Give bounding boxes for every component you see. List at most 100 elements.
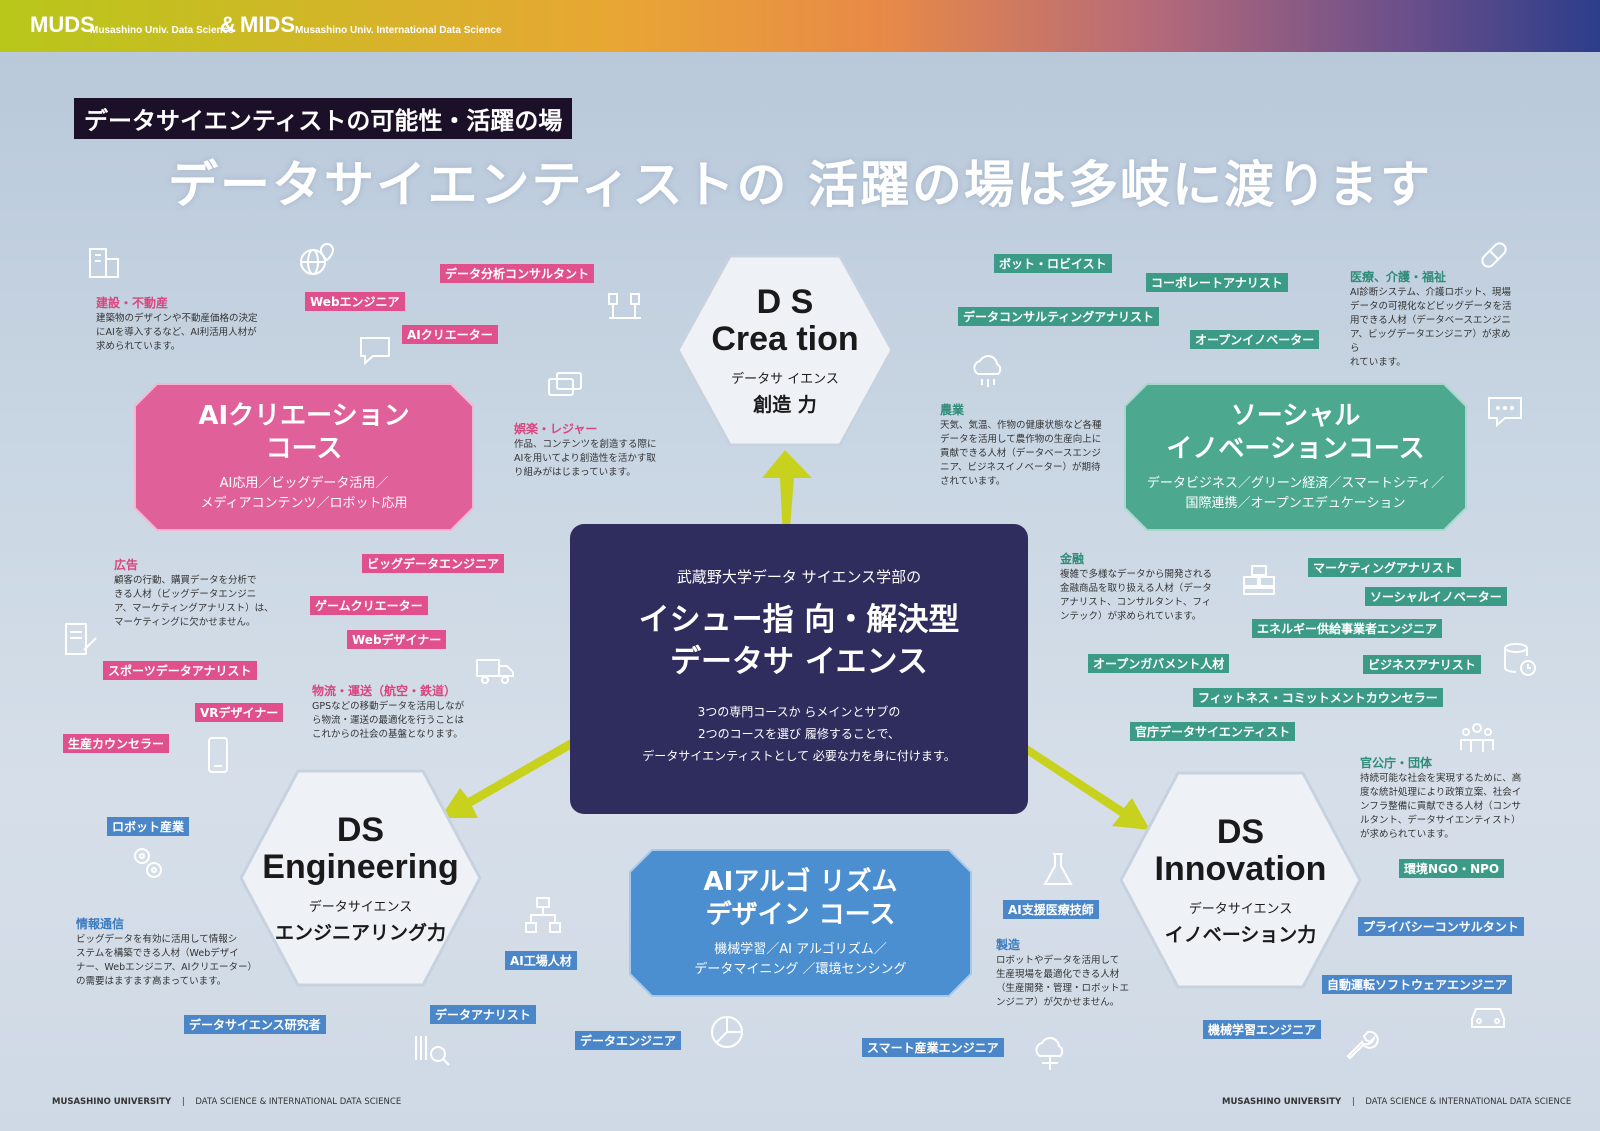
field-finance: 金融 複雑で多様なデータから開発される 金融商品を取り扱える人材（データ アナリ… — [1060, 552, 1220, 624]
field-text: れています。 — [1350, 357, 1406, 368]
job-tag: オープンイノベーター — [1190, 330, 1320, 349]
job-tag: Webエンジニア — [305, 292, 405, 311]
job-tag: プライバシーコンサルタント — [1358, 917, 1524, 936]
flask-icon — [1043, 853, 1073, 885]
cloud-network-icon — [1035, 1037, 1064, 1070]
smartphone-icon — [208, 737, 228, 773]
job-tag: オープンガバメント人材 — [1088, 654, 1230, 673]
database-clock-icon — [1504, 643, 1536, 676]
building-icon — [89, 248, 119, 278]
field-text: 複雑で多様なデータから開発される — [1060, 569, 1213, 580]
footer-divider: | — [1351, 1097, 1355, 1107]
field-text: AI診断システム、介護ロボット、現場 — [1350, 287, 1511, 298]
field-text: GPSなどの移動データを活用しなが — [312, 701, 465, 712]
field-text: ルタント、データサイエンティスト） — [1360, 815, 1521, 826]
job-tag: ソーシャルイノベーター — [1365, 587, 1507, 606]
hex-sub: データサ イエンス — [731, 372, 839, 387]
job-tag: 生産カウンセラー — [63, 734, 170, 753]
job-tag: Webデザイナー — [347, 630, 447, 649]
job-tag: AIクリエーター — [402, 325, 498, 344]
field-heading: 官公庁・団体 — [1360, 756, 1433, 770]
field-heading: 農業 — [940, 403, 965, 417]
hex-title2: Engineering — [262, 847, 459, 886]
job-tag: ロボット産業 — [107, 817, 190, 836]
hex-title2: Innovation — [1154, 849, 1327, 888]
course-shape — [629, 849, 972, 997]
gears-icon — [134, 848, 162, 878]
field-text: の需要はますます高まっています。 — [76, 976, 227, 987]
field-text: きる人材（ビッグデータエンジニ — [114, 589, 257, 600]
course-desc1: データビジネス／グリーン経済／スマートシティ／ — [1146, 476, 1445, 491]
hex-title1: DS — [336, 810, 385, 849]
field-text: ビッグデータを有効に活用して情報シ — [76, 934, 238, 945]
job-tag: データアナリスト — [430, 1005, 536, 1024]
course-desc2: データマイニング ／環境センシング — [694, 962, 907, 977]
footer-left: MUSASHINO UNIVERSITY | DATA SCIENCE & IN… — [52, 1097, 401, 1107]
field-heading: 金融 — [1060, 552, 1085, 566]
gold-bars-icon — [1243, 565, 1275, 595]
course-content: ソーシャル イノベーションコース データビジネス／グリーン経済／スマートシティ／… — [1147, 400, 1444, 514]
hex-sub2: エンジニアリング力 — [274, 921, 446, 944]
muds-logo: MUDS — [30, 12, 95, 37]
course-social-innovation: ソーシャル イノベーションコース データビジネス／グリーン経済／スマートシティ／… — [1123, 382, 1468, 532]
field-text: 求められています。 — [96, 341, 181, 352]
course-content: AIクリエーション コース AI応用／ビッグデータ活用／ メディアコンテンツ／ロ… — [198, 400, 409, 514]
arrow-up — [762, 450, 812, 540]
center-line3: データサ イエンス — [670, 644, 928, 680]
job-tag: データサイエンス研究者 — [184, 1015, 326, 1034]
job-tag: 官庁データサイエンティスト — [1130, 722, 1296, 741]
field-text: ンフラ整備に貢献できる人材（コンサ — [1360, 801, 1522, 812]
field-text: されています。 — [940, 476, 1006, 487]
hex-title1: DS — [1216, 812, 1265, 851]
job-tag: ビジネスアナリスト — [1363, 655, 1481, 674]
course-desc1: 機械学習／AI アルゴリズム／ — [714, 942, 887, 957]
field-heading: 物流・運送（航空・鉄道） — [312, 684, 457, 698]
field-text: ステムを構築できる人材（Webデザイ — [76, 948, 239, 959]
hex-sub: データサイエンス — [1188, 901, 1293, 917]
cloud-rain-icon — [973, 355, 1002, 387]
wrench-icon — [1346, 1030, 1379, 1060]
footer-university: MUSASHINO UNIVERSITY — [1222, 1097, 1342, 1107]
field-logistics: 物流・運送（航空・鉄道） GPSなどの移動データを活用しなが ら物流・運送の最適… — [312, 684, 482, 742]
field-text: ア、ビッグデータエンジニア）が求めら — [1350, 329, 1511, 354]
course-content: AIアルゴ リズム デザイン コース 機械学習／AI アルゴリズム／ データマイ… — [694, 866, 906, 980]
field-text: ンジニア）が欠かせません。 — [996, 997, 1120, 1008]
chat-icon — [1488, 397, 1522, 428]
field-text: 度な統計処理により政策立案、社会イ — [1360, 787, 1522, 798]
field-agriculture: 農業 天気、気温、作物の健康状態など各種 データを活用して農作物の生産向上に 貢… — [940, 403, 1110, 489]
field-heading: 娯楽・レジャー — [514, 422, 598, 436]
globe-pin-icon — [300, 242, 335, 275]
job-tag: スポーツデータアナリスト — [103, 661, 257, 680]
job-tag: ビッグデータエンジニア — [362, 554, 505, 573]
course-title1: ソーシャル — [1230, 401, 1361, 431]
hex-sub2: 創造 力 — [753, 394, 817, 416]
field-heading: 医療、介護・福祉 — [1350, 270, 1447, 284]
cards-icon — [548, 372, 582, 396]
job-tag: AI工場人材 — [505, 951, 577, 970]
field-text: ナー、Webエンジニア、AIクリエーター） — [76, 962, 257, 973]
document-pen-icon — [65, 623, 97, 655]
field-government: 官公庁・団体 持続可能な社会を実現するために、高 度な統計処理により政策立案、社… — [1360, 756, 1540, 842]
field-text: 持続可能な社会を実現するために、高 — [1360, 773, 1522, 784]
truck-icon — [476, 659, 514, 684]
hex-sub: データサイエンス — [308, 899, 413, 915]
job-tag: 自動運転ソフトウェアエンジニア — [1322, 975, 1513, 994]
people-group-icon — [1460, 723, 1494, 752]
field-medical: 医療、介護・福祉 AI診断システム、介護ロボット、現場 データの可視化などビッグ… — [1350, 270, 1520, 370]
field-heading: 建設・不動産 — [96, 296, 169, 310]
pie-chart-icon — [711, 1016, 743, 1048]
center-line1: 武蔵野大学データ サイエンス学部の — [676, 568, 922, 586]
field-text: 用できる人材（データベースエンジニ — [1350, 315, 1511, 326]
field-text: 作品、コンテンツを創造する際に — [514, 439, 657, 450]
center-desc3: データサイエンティストとして 必要な力を身に付けます。 — [642, 749, 956, 763]
footer-faculty: DATA SCIENCE & INTERNATIONAL DATA SCIENC… — [195, 1097, 402, 1107]
field-heading: 製造 — [996, 938, 1021, 952]
field-text: ら物流・運送の最適化を行うことは — [312, 715, 465, 726]
job-tag: スマート産業エンジニア — [862, 1038, 1004, 1057]
course-ai-algorithm: AIアルゴ リズム デザイン コース 機械学習／AI アルゴリズム／ データマイ… — [628, 848, 973, 998]
field-manufacturing: 製造 ロボットやデータを活用して 生産現場を最適化できる人材 （生産開発・管理・… — [996, 938, 1156, 1010]
job-tag: データコンサルティングアナリスト — [958, 307, 1160, 326]
center-desc1: 3つの専門コースか らメインとサブの — [697, 705, 901, 719]
mids-subtitle: Musashino Univ. International Data Scien… — [295, 25, 502, 36]
field-text: 顧客の行動、購買データを分析で — [114, 575, 257, 586]
